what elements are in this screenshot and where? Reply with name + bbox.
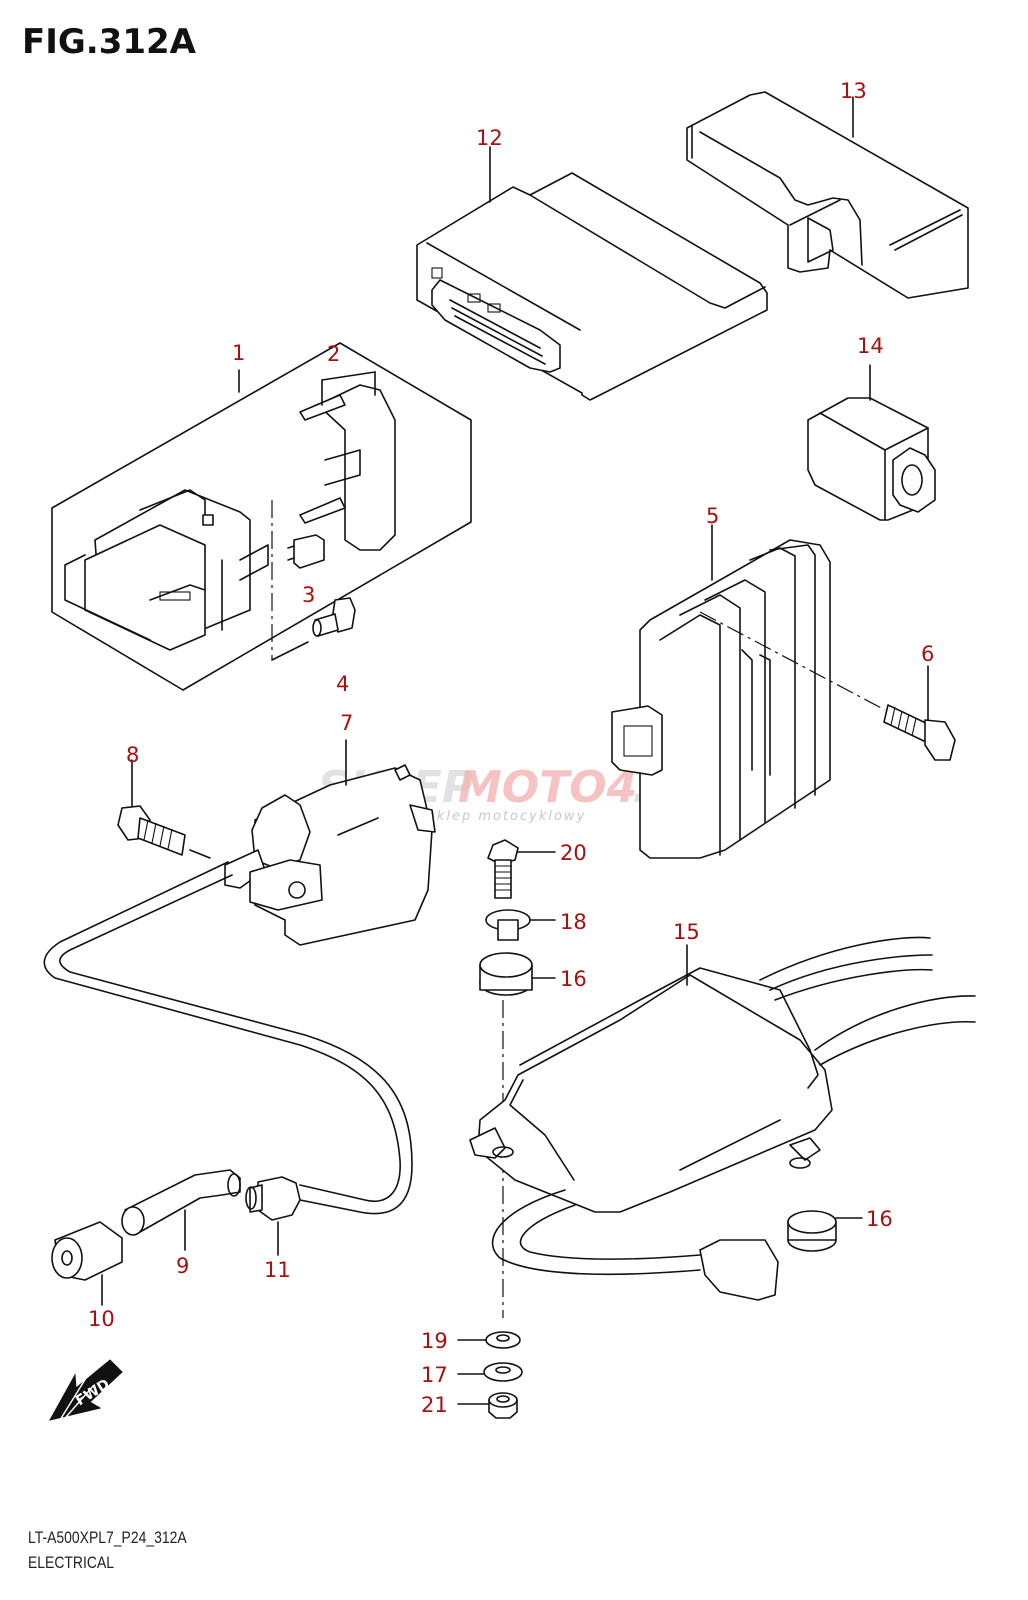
ecm: [416, 146, 768, 401]
callout-19[interactable]: 19: [421, 1329, 448, 1353]
callout-8[interactable]: 8: [126, 743, 139, 767]
callout-16-upper[interactable]: 16: [560, 967, 587, 991]
section-name: ELECTRICAL: [28, 1553, 114, 1572]
callout-13[interactable]: 13: [840, 79, 867, 103]
cushion-right: [787, 1210, 863, 1252]
callout-15[interactable]: 15: [673, 920, 700, 944]
ecm-cover: [686, 91, 969, 299]
callout-3[interactable]: 3: [302, 583, 315, 607]
relay-cover: [299, 371, 396, 551]
callout-11[interactable]: 11: [264, 1258, 291, 1282]
callout-6[interactable]: 6: [921, 642, 934, 666]
regulator-bolt: [883, 665, 956, 761]
coil-bolt: [117, 759, 211, 859]
callout-2[interactable]: 2: [327, 342, 340, 366]
nut-21: [457, 1392, 518, 1419]
fuse: [287, 534, 325, 569]
callout-10[interactable]: 10: [88, 1307, 115, 1331]
plug-cap-boot: [121, 1169, 241, 1251]
callout-9[interactable]: 9: [176, 1254, 189, 1278]
callout-20[interactable]: 20: [560, 841, 587, 865]
control-unit: [469, 936, 976, 1301]
figure-title: FIG.312A: [22, 22, 196, 62]
starter-relay: [64, 489, 269, 651]
callout-16-lower[interactable]: 16: [866, 1207, 893, 1231]
regulator-rectifier: [611, 524, 831, 859]
callout-labels: 1 2 3 4 5 6 7 8 9 10 11 12 13 14 15 16 1…: [88, 79, 934, 1417]
callout-12[interactable]: 12: [476, 126, 503, 150]
callout-17[interactable]: 17: [421, 1363, 448, 1387]
relay-connector: [807, 364, 936, 521]
model-code: LT-A500XPL7_P24_312A: [28, 1528, 187, 1547]
plug-cap-cover: [51, 1221, 123, 1306]
relay-assembly-group: [51, 342, 472, 691]
callout-4[interactable]: 4: [336, 672, 349, 696]
washer-17: [457, 1362, 523, 1382]
washer-19: [457, 1331, 521, 1349]
callout-1[interactable]: 1: [232, 341, 245, 365]
forward-arrow-icon: FWD: [49, 1359, 123, 1421]
callout-5[interactable]: 5: [706, 504, 719, 528]
callout-7[interactable]: 7: [340, 711, 353, 735]
relay-bolt: [312, 597, 356, 637]
callout-21[interactable]: 21: [421, 1393, 448, 1417]
callout-18[interactable]: 18: [560, 910, 587, 934]
plug-cap: [245, 1176, 301, 1256]
ignition-coil: [224, 739, 436, 946]
high-tension-lead: [43, 861, 413, 1215]
callout-14[interactable]: 14: [857, 334, 884, 358]
